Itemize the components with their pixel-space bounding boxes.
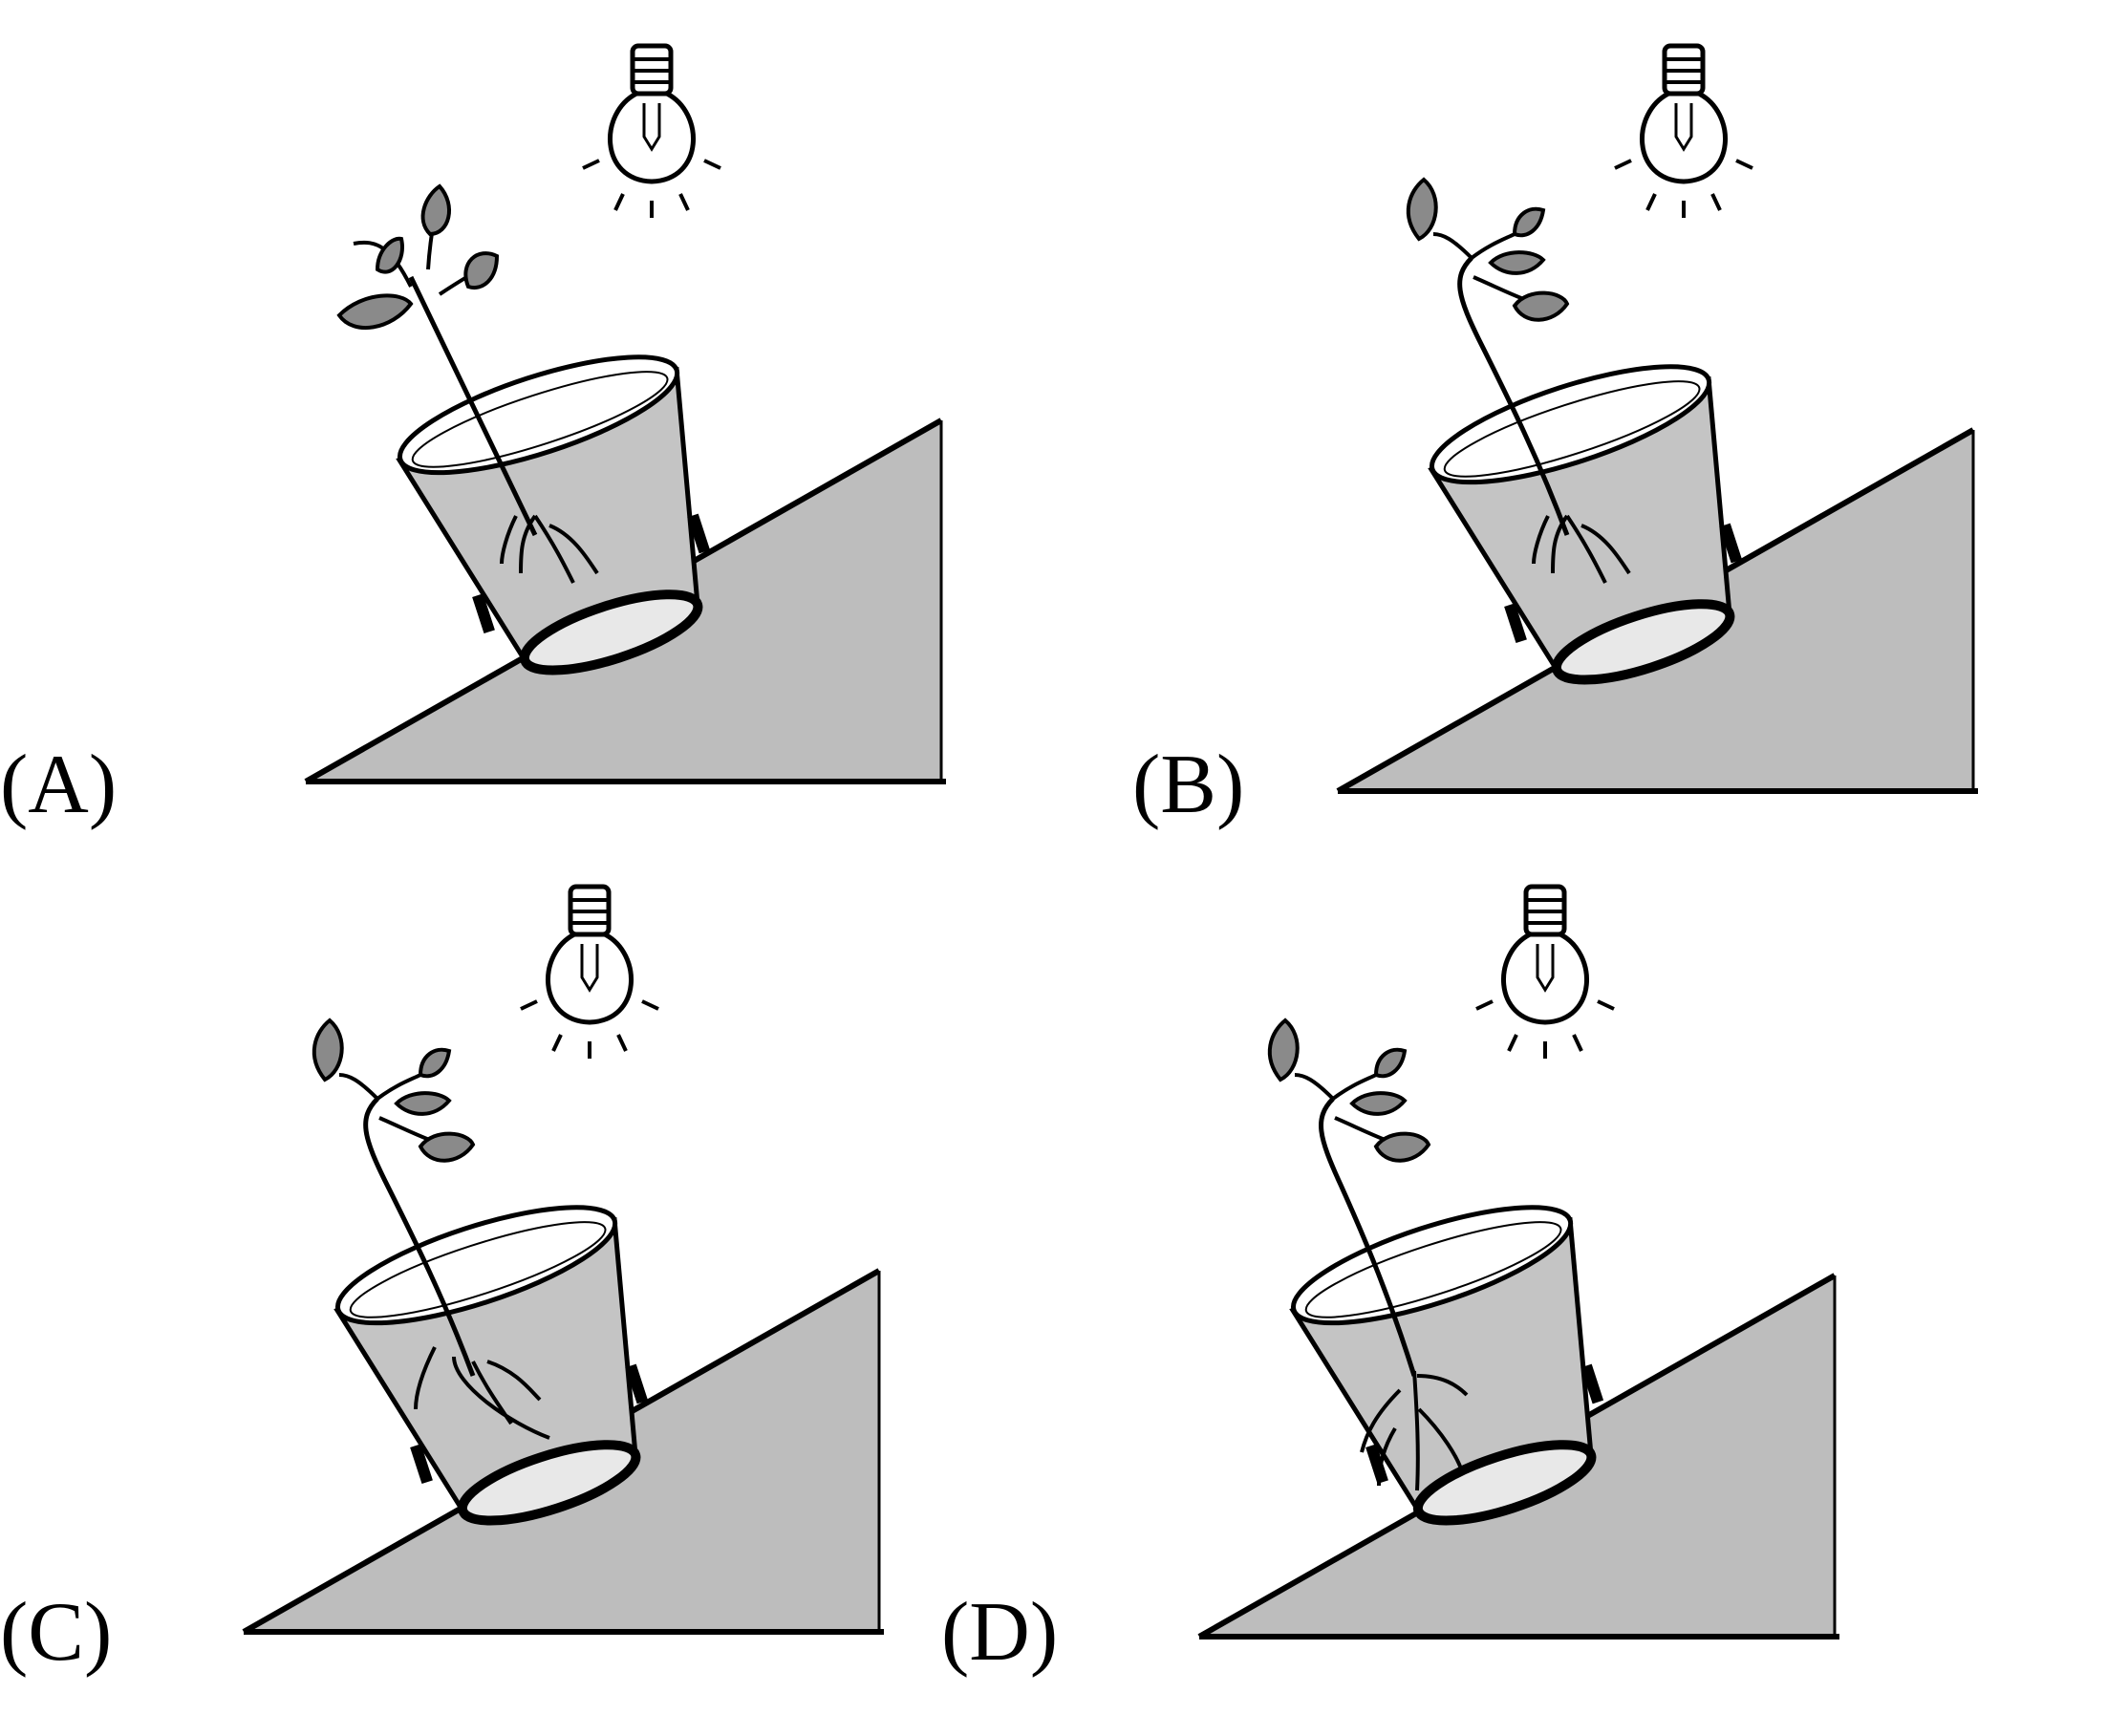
scene-b (1336, 43, 1978, 794)
seedling-icon (312, 1018, 550, 1440)
seedling-icon (1406, 177, 1631, 584)
cup-icon (1289, 1205, 1604, 1526)
option-label-c: (C) (0, 1586, 113, 1679)
scene-d (1197, 884, 1839, 1640)
cup-icon (333, 1205, 649, 1526)
panel-b (1032, 0, 2083, 860)
light-bulb-icon (520, 884, 659, 1059)
light-bulb-icon (582, 43, 721, 218)
option-label-d: (D) (941, 1586, 1059, 1679)
scene-c (242, 884, 884, 1635)
cup-icon (396, 354, 711, 675)
scene-a (304, 43, 946, 784)
cup-icon (1428, 364, 1743, 685)
option-label-b: (B) (1132, 739, 1245, 831)
panel-d (893, 841, 1945, 1701)
panel-a (0, 0, 1051, 860)
panel-c (0, 841, 989, 1701)
option-label-a: (A) (0, 739, 118, 831)
light-bulb-icon (1614, 43, 1753, 218)
seedling-icon (336, 183, 599, 584)
light-bulb-icon (1475, 884, 1615, 1059)
seedling-icon (1267, 1018, 1469, 1491)
